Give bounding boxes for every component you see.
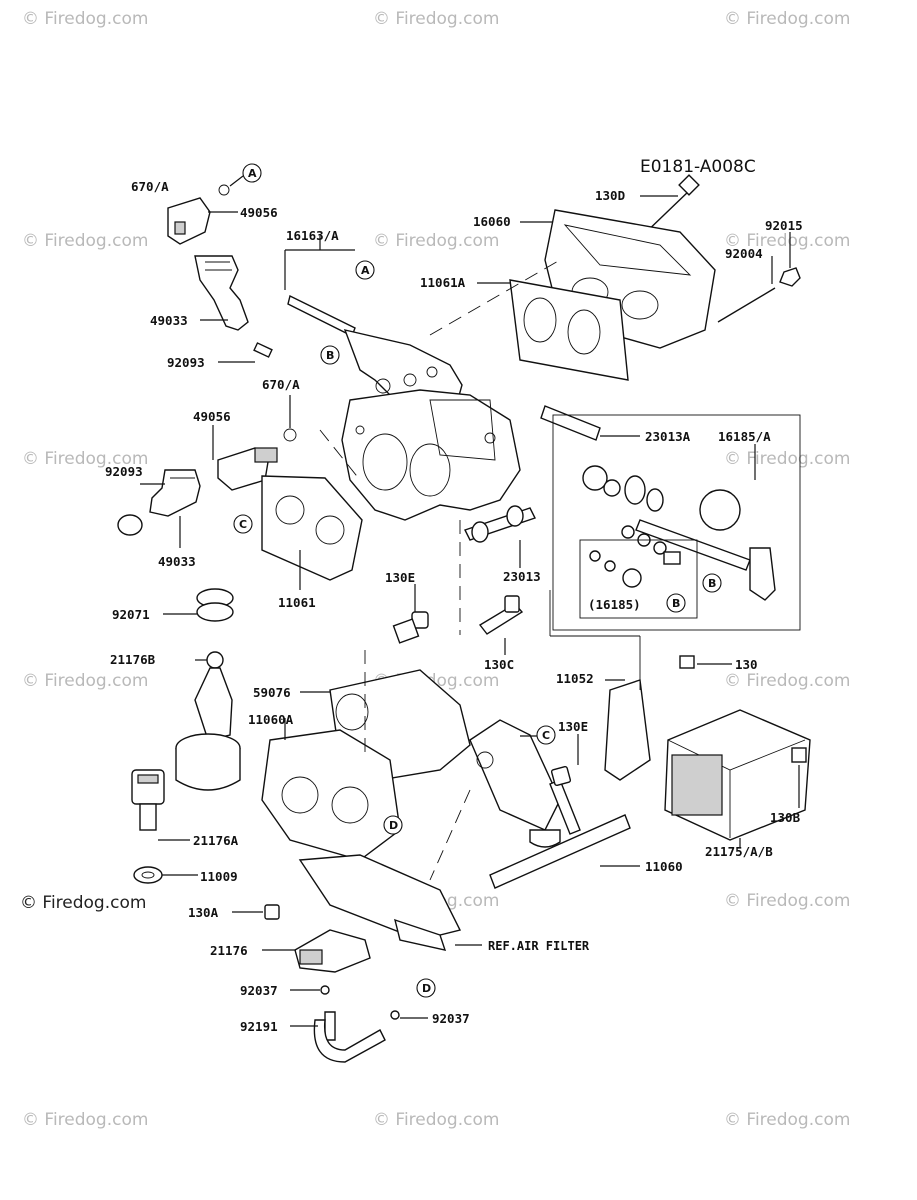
callout-d-bottom: D bbox=[416, 978, 436, 998]
svg-text:A: A bbox=[248, 167, 257, 180]
label-130c: 130C bbox=[484, 657, 514, 672]
label-49056-mid: 49056 bbox=[193, 409, 231, 424]
callout-b-left: B bbox=[320, 345, 340, 365]
label-130b: 130B bbox=[770, 810, 801, 825]
label-16185: (16185) bbox=[588, 597, 641, 612]
watermark: © Firedog.com bbox=[22, 9, 148, 29]
label-92093-top: 92093 bbox=[167, 355, 205, 370]
watermark: © Firedog.com bbox=[22, 671, 148, 691]
label-11061: 11061 bbox=[278, 595, 316, 610]
watermark-main: © Firedog.com bbox=[20, 893, 146, 913]
label-11060a: 11060A bbox=[248, 712, 294, 727]
label-49056-top: 49056 bbox=[240, 205, 278, 220]
label-92191: 92191 bbox=[240, 1019, 278, 1034]
label-21176b: 21176B bbox=[110, 652, 156, 667]
watermarks: © Firedog.com © Firedog.com © Firedog.co… bbox=[20, 9, 850, 1130]
watermark: © Firedog.com bbox=[724, 231, 850, 251]
watermark: © Firedog.com bbox=[724, 9, 850, 29]
watermark: © Firedog.com bbox=[724, 891, 850, 911]
label-130e-top: 130E bbox=[385, 570, 415, 585]
label-92037-left: 92037 bbox=[240, 983, 278, 998]
label-92071: 92071 bbox=[112, 607, 150, 622]
watermark: © Firedog.com bbox=[724, 671, 850, 691]
svg-text:D: D bbox=[389, 819, 398, 832]
label-49033-bottom: 49033 bbox=[158, 554, 196, 569]
watermark: © Firedog.com bbox=[22, 231, 148, 251]
label-59076: 59076 bbox=[253, 685, 291, 700]
callout-a-mid: A bbox=[355, 260, 375, 280]
callout-b-right1: B bbox=[702, 573, 722, 593]
label-21176a: 21176A bbox=[193, 833, 239, 848]
parts-artwork bbox=[117, 174, 811, 1063]
label-11009: 11009 bbox=[200, 869, 238, 884]
callout-a-top: A bbox=[242, 163, 262, 183]
label-49033-top: 49033 bbox=[150, 313, 188, 328]
callout-b-right2: B bbox=[666, 593, 686, 613]
part-labels: 670/A 49056 49033 92093 16163/A 670/A 49… bbox=[105, 179, 803, 1034]
svg-text:B: B bbox=[326, 349, 334, 362]
svg-text:D: D bbox=[422, 982, 431, 995]
svg-text:B: B bbox=[708, 577, 716, 590]
svg-text:A: A bbox=[361, 264, 370, 277]
label-130d: 130D bbox=[595, 188, 625, 203]
label-21176: 21176 bbox=[210, 943, 248, 958]
label-11060: 11060 bbox=[645, 859, 683, 874]
label-92015: 92015 bbox=[765, 218, 803, 233]
label-11052: 11052 bbox=[556, 671, 594, 686]
label-23013a: 23013A bbox=[645, 429, 691, 444]
ref-air-filter: REF.AIR FILTER bbox=[488, 939, 590, 953]
svg-text:C: C bbox=[542, 729, 550, 742]
label-92004: 92004 bbox=[725, 246, 763, 261]
svg-text:B: B bbox=[672, 597, 680, 610]
label-130e-mid: 130E bbox=[558, 719, 588, 734]
label-21175ab: 21175/A/B bbox=[705, 844, 773, 859]
watermark: © Firedog.com bbox=[22, 1110, 148, 1130]
diagram-code: E0181-A008C bbox=[640, 157, 756, 177]
label-16163a: 16163/A bbox=[286, 228, 339, 243]
label-11061a: 11061A bbox=[420, 275, 466, 290]
watermark: © Firedog.com bbox=[373, 1110, 499, 1130]
watermark: © Firedog.com bbox=[373, 9, 499, 29]
label-130a: 130A bbox=[188, 905, 219, 920]
label-16185a: 16185/A bbox=[718, 429, 771, 444]
watermark: © Firedog.com bbox=[724, 449, 850, 469]
label-130: 130 bbox=[735, 657, 758, 672]
svg-text:C: C bbox=[239, 518, 247, 531]
label-16060: 16060 bbox=[473, 214, 511, 229]
label-92093-left: 92093 bbox=[105, 464, 143, 479]
label-670a-top: 670/A bbox=[131, 179, 169, 194]
watermark: © Firedog.com bbox=[373, 231, 499, 251]
label-92037-right: 92037 bbox=[432, 1011, 470, 1026]
label-23013: 23013 bbox=[503, 569, 541, 584]
callout-c-left: C bbox=[233, 514, 253, 534]
callout-d-mid: D bbox=[383, 815, 403, 835]
callouts: A A B C B B C D bbox=[233, 163, 722, 998]
watermark: © Firedog.com bbox=[22, 449, 148, 469]
label-670a-mid: 670/A bbox=[262, 377, 300, 392]
callout-c-mid: C bbox=[536, 725, 556, 745]
watermark: © Firedog.com bbox=[724, 1110, 850, 1130]
